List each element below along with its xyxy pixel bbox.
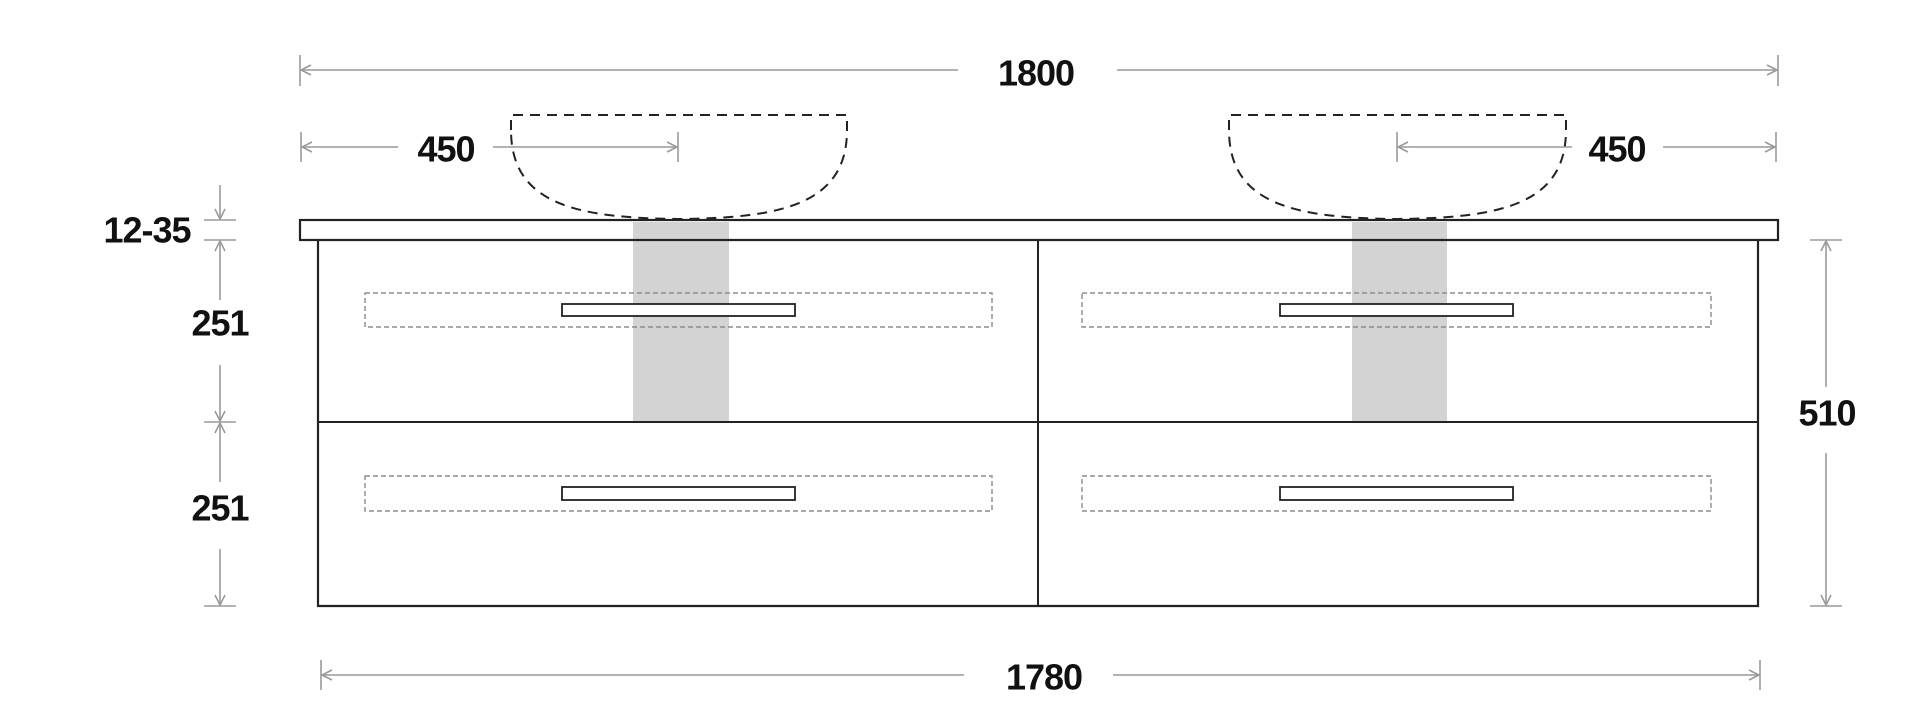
drawer-bottom-left-recess — [364, 475, 993, 512]
basin-left-outline — [510, 114, 848, 221]
dimension-cabinet-height: 510 — [1798, 239, 1857, 607]
dimension-label-251-lower: 251 — [191, 488, 249, 529]
dimension-label-251-upper: 251 — [191, 303, 249, 344]
dimension-label-1800: 1800 — [998, 53, 1074, 94]
plumbing-zone-right — [1352, 222, 1447, 421]
plumbing-zone-left — [633, 222, 729, 421]
drawer-bottom-right-recess — [1081, 475, 1712, 512]
dimension-basin-right-offset: 450 — [1396, 129, 1777, 170]
drawer-bottom-left-handle — [561, 486, 796, 501]
drawer-top-left-handle — [561, 303, 796, 317]
dimension-label-12-35: 12-35 — [103, 210, 191, 251]
dimension-overall-top-width: 1800 — [299, 53, 1779, 94]
drawer-bottom-right-handle — [1279, 486, 1514, 501]
drawer-top-left-recess — [364, 292, 993, 328]
dimension-top-thickness: 12-35 — [103, 185, 236, 251]
dimension-upper-drawer-height: 251 — [191, 241, 251, 423]
basin-right-outline — [1228, 114, 1567, 221]
dimension-label-1780: 1780 — [1006, 657, 1082, 698]
dimension-label-450-left: 450 — [417, 129, 474, 170]
dimension-label-510: 510 — [1798, 393, 1855, 434]
dimension-basin-left-offset: 450 — [300, 129, 679, 170]
drawer-top-right-handle — [1279, 303, 1514, 317]
countertop — [298, 218, 1780, 242]
cabinet — [316, 240, 1760, 608]
dimension-lower-drawer-height: 251 — [191, 423, 251, 607]
drawer-top-right-recess — [1081, 292, 1712, 328]
dimension-label-450-right: 450 — [1588, 129, 1645, 170]
dimension-cabinet-width: 1780 — [320, 657, 1761, 698]
